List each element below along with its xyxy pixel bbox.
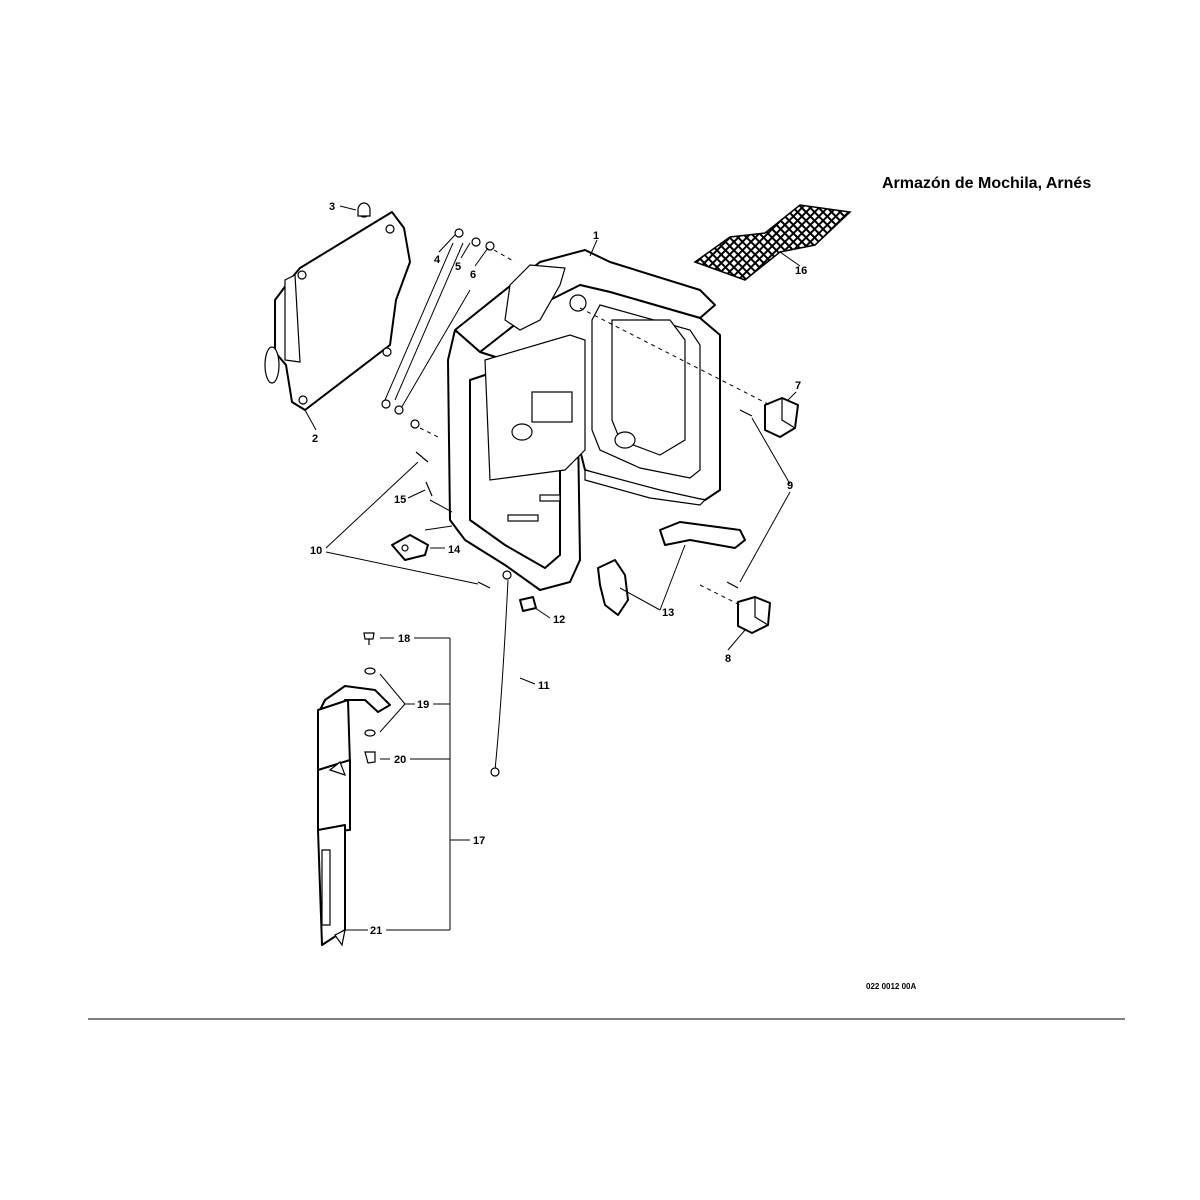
screw-9b — [726, 581, 739, 589]
callout-21: 21 — [370, 925, 382, 937]
screw-10b — [477, 581, 491, 589]
screw-18 — [363, 632, 375, 645]
callout-5: 5 — [455, 261, 461, 273]
cable — [490, 570, 512, 777]
callout-10: 10 — [310, 545, 322, 557]
callout-12: 12 — [553, 614, 565, 626]
pad — [693, 204, 852, 281]
drawing-code: 022 0012 00A — [866, 982, 916, 991]
clip — [519, 596, 537, 612]
callout-17: 17 — [473, 835, 485, 847]
callout-13: 13 — [662, 607, 674, 619]
bracket-lower — [737, 596, 771, 634]
callout-19: 19 — [417, 699, 429, 711]
diagram-title: Armazón de Mochila, Arnés — [882, 175, 1091, 192]
callout-4: 4 — [434, 254, 441, 266]
leader-lines — [304, 205, 801, 931]
callout-18: 18 — [398, 633, 410, 645]
callout-2: 2 — [312, 433, 318, 445]
screw-15 — [425, 481, 433, 497]
callout-1: 1 — [593, 230, 599, 242]
plug — [357, 202, 371, 218]
mounting-bracket — [597, 521, 746, 616]
callout-8: 8 — [725, 653, 731, 665]
washer-19 — [364, 667, 376, 737]
callout-20: 20 — [394, 754, 406, 766]
callout-14: 14 — [448, 544, 461, 556]
callout-3: 3 — [329, 201, 335, 213]
callout-6: 6 — [470, 269, 476, 281]
nut-20 — [364, 751, 376, 764]
screw-10a — [415, 451, 429, 463]
callout-labels: 1 2 3 4 5 6 7 8 9 10 11 12 13 14 15 16 1… — [310, 201, 807, 937]
back-cover-plate — [264, 211, 411, 411]
bracket-upper — [764, 397, 799, 438]
backpack-frame — [447, 249, 721, 591]
screw-9a — [739, 409, 753, 417]
callout-11: 11 — [538, 680, 550, 692]
spacer-assembly — [381, 228, 516, 439]
callout-9: 9 — [787, 480, 793, 492]
callout-15: 15 — [394, 494, 406, 506]
callout-16: 16 — [795, 265, 807, 277]
callout-7: 7 — [795, 380, 801, 392]
harness — [317, 685, 391, 947]
plate — [391, 534, 429, 561]
